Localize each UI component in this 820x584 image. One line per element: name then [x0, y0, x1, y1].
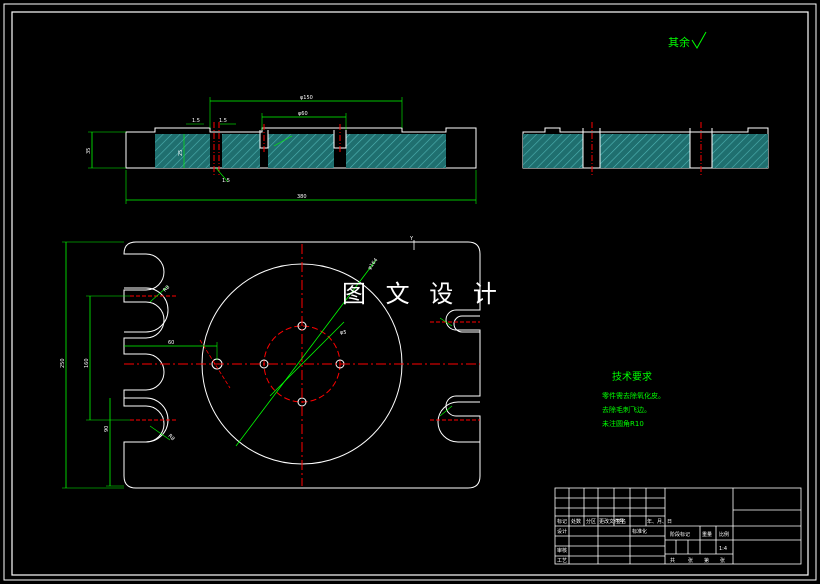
tb-sheet-unit-2: 张	[720, 557, 725, 564]
tb-scale-value: 1:4	[719, 546, 727, 552]
leader-bolt-circle	[269, 321, 345, 397]
dim-front-inner-width: φ60	[298, 111, 308, 117]
watermark-text: 图 文 设 计	[342, 280, 503, 308]
dim-slot-radius-tl: R8	[162, 284, 171, 293]
tb-label-count: 处数	[571, 518, 581, 525]
dim-chamfer-left: 1.5	[192, 118, 200, 124]
dim-plan-slot: 90	[104, 426, 110, 432]
tb-label-process: 工艺	[557, 558, 567, 564]
plan-slot-bottom-right	[437, 401, 480, 443]
tb-label-stage: 阶段标记	[670, 531, 690, 538]
technical-requirements: 技术要求 零件需去除氧化皮。 去除毛刺飞边。 未注圆角R10	[602, 370, 665, 428]
tech-req-line-2: 去除毛刺飞边。	[602, 405, 651, 414]
leader-slot-r-bl	[149, 425, 171, 441]
surface-note-text: 其余	[668, 35, 690, 49]
plan-slot-top-left	[124, 287, 169, 333]
dim-bolt-circle: φ5	[340, 330, 346, 336]
tech-req-line-1: 零件需去除氧化皮。	[602, 391, 665, 400]
dim-front-depth: 25	[178, 150, 184, 156]
roughness-symbol	[691, 31, 707, 49]
dim-chamfer-right: 1.5	[219, 118, 227, 124]
title-block-text: 标记 处数 分区 更改文件号 签名 年、月、日 设计 标准化 审核 工艺 阶段标…	[557, 518, 729, 564]
plan-slot-top-right	[453, 315, 480, 333]
tb-label-zone: 分区	[586, 518, 596, 525]
leader-main-circle	[235, 259, 377, 447]
tb-sheet-unit-1: 张	[688, 557, 693, 564]
front-hatch-right	[346, 134, 446, 168]
dim-chamfer-bottom: 1.5	[222, 178, 230, 184]
front-hatch-center	[268, 134, 334, 168]
side-hatch-center	[600, 134, 690, 168]
dim-slot-radius-bl: R8	[167, 433, 176, 442]
outer-border	[3, 3, 817, 581]
leader-slot-r-tl	[149, 285, 169, 303]
tb-label-scale: 比例	[719, 531, 729, 538]
plan-view: φ164 φ5 250 160 90 60 R8 R8 Y	[60, 236, 481, 489]
tb-label-std: 标准化	[632, 528, 647, 535]
tb-label-review: 审核	[557, 547, 567, 554]
leader-slot	[273, 135, 293, 147]
inner-border	[11, 11, 809, 576]
tb-label-change: 更改文件号	[599, 518, 624, 525]
tb-sheet-no: 第	[704, 557, 709, 564]
side-section-view	[522, 122, 769, 176]
dim-plan-height: 250	[60, 358, 66, 368]
title-block	[554, 487, 802, 565]
side-hatch-left	[523, 134, 583, 168]
leader-chamfer-bottom	[215, 167, 229, 183]
tb-label-design: 设计	[557, 528, 567, 535]
leader-slot-r-tr	[439, 317, 453, 327]
side-hatch-right	[712, 134, 768, 168]
tb-label-date: 年、月、日	[647, 518, 672, 525]
dim-circle-dia: φ164	[367, 257, 380, 271]
tb-label-weight: 重量	[702, 531, 712, 538]
dim-plan-offset: 60	[168, 340, 174, 346]
tech-req-line-3: 未注圆角R10	[602, 419, 644, 428]
tb-label-mark: 标记	[557, 518, 567, 525]
front-hatch-left	[155, 134, 210, 168]
tb-label-sign: 签名	[616, 518, 626, 525]
locating-centerline	[199, 339, 231, 389]
front-section-view: φ150 φ60 380 35 25 1.5 1.5 1.5	[86, 95, 477, 204]
leader-slot-r-br	[439, 405, 453, 417]
dim-plan-inner: 160	[84, 358, 90, 368]
tb-sheet-total: 共	[670, 557, 675, 564]
tech-req-title: 技术要求	[612, 370, 652, 383]
surface-finish-note: 其余	[668, 31, 707, 49]
y-axis-label: Y	[409, 236, 414, 242]
dim-front-height: 35	[86, 148, 92, 154]
front-hatch-center-left	[222, 134, 260, 168]
dim-front-overall-width: 380	[297, 194, 307, 200]
dim-front-top-width: φ150	[300, 95, 313, 101]
